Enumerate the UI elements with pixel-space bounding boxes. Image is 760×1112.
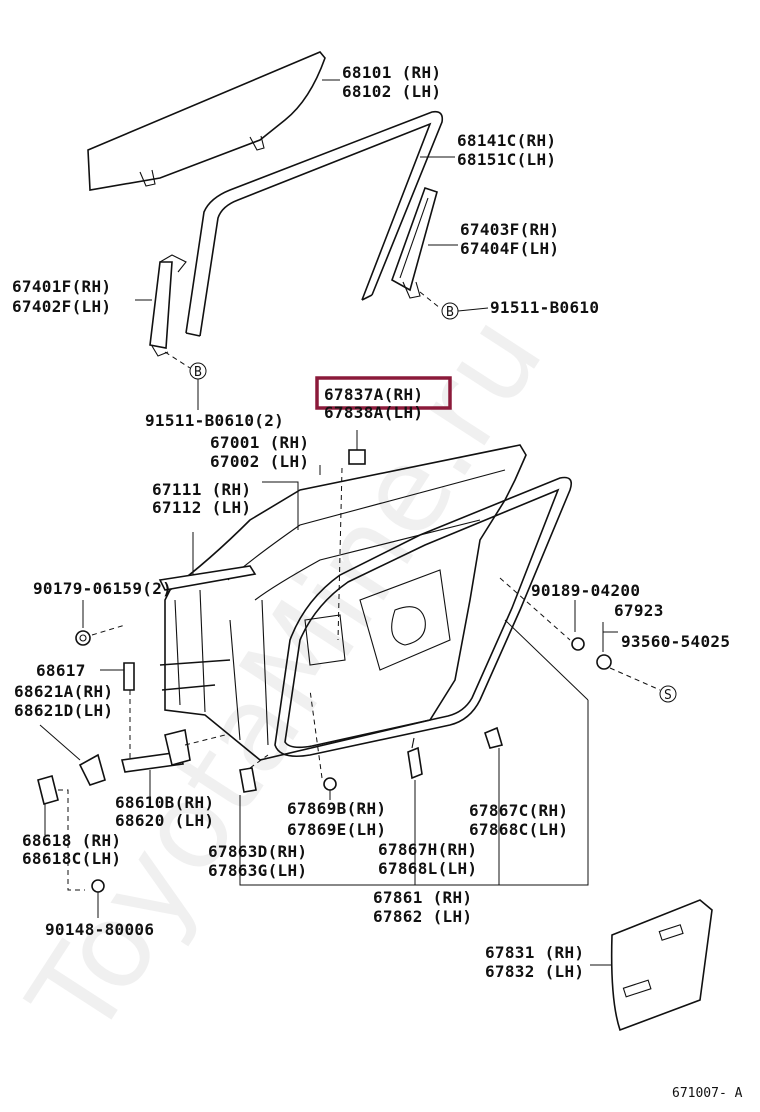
- label-67401f: 67401F(RH): [12, 277, 111, 296]
- label-68620: 68620 (LH): [115, 811, 214, 830]
- label-68610b: 68610B(RH): [115, 793, 214, 812]
- label-67111: 67111 (RH): [152, 480, 251, 499]
- hinge-68610b-part: [121, 729, 191, 773]
- label-90189: 90189-04200: [531, 581, 640, 600]
- label-67863g: 67863G(LH): [208, 861, 307, 880]
- label-67868l: 67868L(LH): [378, 859, 477, 878]
- leader-68621a: [39, 724, 81, 761]
- dash-93560: [609, 667, 661, 691]
- label-68621a: 68621A(RH): [14, 682, 113, 701]
- label-67867c: 67867C(RH): [469, 801, 568, 820]
- label-67404f: 67404F(LH): [460, 239, 559, 258]
- label-67838a: 67838A(LH): [324, 403, 423, 422]
- leader-67111: [262, 481, 299, 530]
- hinge-68618-part: [37, 775, 59, 805]
- label-68102: 68102 (LH): [342, 82, 441, 101]
- label-68618: 68618 (RH): [22, 831, 121, 850]
- callout-s-letter: S: [664, 688, 672, 703]
- label-68621d: 68621D(LH): [14, 701, 113, 720]
- clip-67869b-part: [323, 777, 337, 791]
- front-channel-part: [149, 254, 187, 357]
- dash-67837a: [337, 467, 343, 641]
- dash-68618: [58, 789, 85, 891]
- label-67831: 67831 (RH): [485, 943, 584, 962]
- label-68151c: 68151C(LH): [457, 150, 556, 169]
- callout-s: [659, 685, 677, 703]
- label-67869e: 67869E(LH): [287, 820, 386, 839]
- label-67112: 67112 (LH): [152, 498, 251, 517]
- label-90148: 90148-80006: [45, 920, 154, 939]
- pin-68617-part: [123, 662, 135, 691]
- label-90179: 90179-06159(2): [33, 579, 172, 598]
- outer-panel-part: [158, 565, 257, 691]
- label-68617: 68617: [36, 661, 86, 680]
- label-68618c: 68618C(LH): [22, 849, 121, 868]
- label-67837a: 67837A(RH): [324, 385, 423, 404]
- dash-b-right: [419, 291, 441, 309]
- bolt-90148-part: [91, 879, 105, 893]
- dash-b-left: [164, 351, 191, 369]
- label-67862: 67862 (LH): [373, 907, 472, 926]
- rear-channel-part: [391, 186, 438, 299]
- leader-67861: [504, 619, 589, 701]
- label-68101: 68101 (RH): [342, 63, 441, 82]
- bumper-90189-part: [571, 637, 585, 651]
- label-91511-b0610-left: 91511-B0610(2): [145, 411, 284, 430]
- label-67868c: 67868C(LH): [469, 820, 568, 839]
- dash-90179: [91, 624, 126, 636]
- door-weatherstrip-part: [274, 476, 573, 758]
- clip-67863d-part: [239, 767, 257, 793]
- dash-90189: [499, 577, 571, 641]
- dash-67863d: [249, 754, 269, 769]
- checker-68621a-part: [78, 753, 106, 786]
- label-67869b: 67869B(RH): [287, 799, 386, 818]
- callout-b-right-letter: B: [446, 305, 454, 320]
- label-67402f: 67402F(LH): [12, 297, 111, 316]
- label-93560: 93560-54025: [621, 632, 730, 651]
- clip-67867h-part: [407, 737, 423, 780]
- bolt-90179-part: [75, 630, 91, 646]
- highlight-67837a: [315, 376, 452, 410]
- leader-67863d-bracket: [239, 700, 589, 886]
- cushion-67923-part: [596, 654, 612, 670]
- label-67867h: 67867H(RH): [378, 840, 477, 859]
- clip-67867c-part: [484, 726, 504, 749]
- leader-91511-right: [457, 307, 489, 312]
- label-67861: 67861 (RH): [373, 888, 472, 907]
- glass-run-part: [185, 110, 444, 337]
- label-67002: 67002 (LH): [210, 452, 309, 471]
- label-67403f: 67403F(RH): [460, 220, 559, 239]
- label-67832: 67832 (LH): [485, 962, 584, 981]
- dash-67869b: [309, 689, 323, 779]
- dash-68610b: [184, 734, 226, 746]
- figure-code: 671007- A: [672, 1086, 743, 1101]
- label-67863d: 67863D(RH): [208, 842, 307, 861]
- door-glass-part: [87, 51, 326, 191]
- label-68141c: 68141C(RH): [457, 131, 556, 150]
- label-67001: 67001 (RH): [210, 433, 309, 452]
- label-91511-b0610-right: 91511-B0610: [490, 298, 599, 317]
- clip-67837a-part: [348, 449, 366, 465]
- callout-b-left-letter: B: [194, 365, 202, 380]
- label-67923: 67923: [614, 601, 664, 620]
- door-pad-part: [610, 899, 713, 1032]
